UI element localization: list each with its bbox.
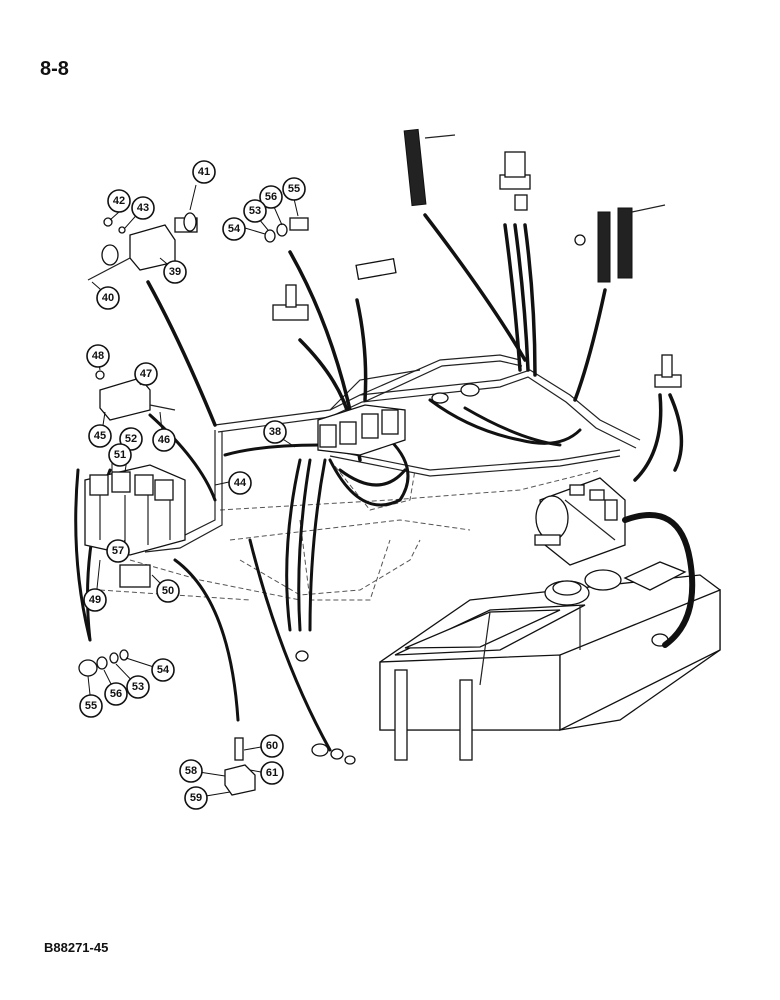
svg-text:53: 53	[132, 681, 144, 693]
svg-text:41: 41	[198, 166, 210, 178]
svg-text:54: 54	[157, 664, 170, 676]
svg-text:38: 38	[269, 426, 281, 438]
svg-text:43: 43	[137, 202, 149, 214]
callout-50: 50	[156, 579, 180, 603]
svg-text:52: 52	[125, 433, 137, 445]
callout-42: 42	[107, 189, 131, 213]
callout-46: 46	[152, 428, 176, 452]
callout-53-upper: 53	[243, 199, 267, 223]
callout-51: 51	[108, 443, 132, 467]
callout-44: 44	[228, 471, 252, 495]
control-valve	[317, 383, 480, 456]
svg-text:42: 42	[113, 195, 125, 207]
callout-47: 47	[134, 362, 158, 386]
block-58	[224, 737, 256, 796]
top-clamps	[272, 128, 682, 388]
svg-text:61: 61	[266, 767, 278, 779]
svg-text:59: 59	[190, 792, 202, 804]
svg-text:58: 58	[185, 765, 197, 777]
callout-45: 45	[88, 424, 112, 448]
drawing-code: B88271-45	[44, 940, 109, 955]
callout-49: 49	[83, 588, 107, 612]
svg-text:44: 44	[234, 477, 247, 489]
svg-text:56: 56	[265, 191, 277, 203]
callout-55-upper: 55	[282, 177, 306, 201]
fittings-upper	[264, 217, 309, 243]
callout-41: 41	[192, 160, 216, 184]
callout-53-lower: 53	[126, 675, 150, 699]
misc-fittings	[295, 650, 356, 765]
callout-40: 40	[96, 286, 120, 310]
stack-valve	[84, 464, 186, 588]
svg-text:53: 53	[249, 205, 261, 217]
hydraulic-tank	[379, 561, 721, 761]
callout-48: 48	[86, 344, 110, 368]
callout-60: 60	[260, 734, 284, 758]
callout-52: 52	[119, 427, 143, 451]
callout-54-lower: 54	[151, 658, 175, 682]
svg-text:48: 48	[92, 350, 104, 362]
svg-text:50: 50	[162, 585, 174, 597]
fittings-lower	[78, 649, 129, 677]
svg-text:51: 51	[114, 449, 126, 461]
callout-38: 38	[263, 420, 287, 444]
svg-text:47: 47	[140, 368, 152, 380]
page-number: 8-8	[40, 58, 69, 80]
callout-55-lower: 55	[79, 694, 103, 718]
svg-text:54: 54	[228, 223, 241, 235]
callout-61: 61	[260, 761, 284, 785]
svg-text:45: 45	[94, 430, 106, 442]
callout-39: 39	[163, 260, 187, 284]
callout-59: 59	[184, 786, 208, 810]
hydraulic-pump	[534, 477, 696, 648]
valve-block-39	[87, 212, 198, 281]
callout-56-lower: 56	[104, 682, 128, 706]
callout-43: 43	[131, 196, 155, 220]
callout-58: 58	[179, 759, 203, 783]
svg-text:39: 39	[169, 266, 181, 278]
callout-56-upper: 56	[259, 185, 283, 209]
svg-text:55: 55	[288, 183, 300, 195]
svg-text:49: 49	[89, 594, 101, 606]
svg-text:60: 60	[266, 740, 278, 752]
svg-text:46: 46	[158, 434, 170, 446]
svg-text:56: 56	[110, 688, 122, 700]
svg-text:57: 57	[112, 545, 124, 557]
svg-text:40: 40	[102, 292, 114, 304]
callout-54-upper: 54	[222, 217, 246, 241]
hydraulic-lines	[74, 213, 684, 752]
svg-text:55: 55	[85, 700, 97, 712]
callout-57: 57	[106, 539, 130, 563]
